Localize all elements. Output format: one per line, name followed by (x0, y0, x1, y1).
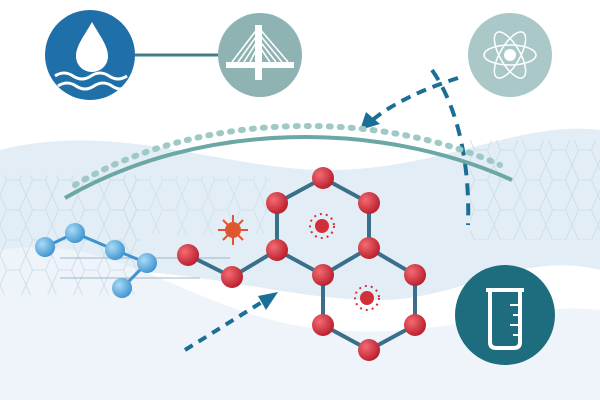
arrowhead-from-atom (360, 112, 380, 130)
virus-icon (354, 285, 380, 311)
water-drop-icon (45, 10, 135, 100)
virus-icon (218, 215, 248, 245)
dashed-arrow-from-atom (368, 76, 459, 124)
blue-molecule-chain (35, 223, 230, 298)
hex-pattern-mid (110, 175, 270, 235)
atom-icon (468, 13, 552, 97)
molecule-atoms (177, 167, 426, 361)
dashed-curve (430, 68, 471, 226)
bridge-icon (218, 13, 302, 97)
beaker-icon (455, 265, 555, 365)
hex-pattern-right (470, 140, 600, 240)
arrowhead-bottom (258, 292, 278, 310)
membrane-scallops (72, 122, 503, 188)
virus-icon (309, 213, 335, 239)
membrane-arch (64, 135, 513, 200)
wave-band-lower (0, 247, 600, 400)
